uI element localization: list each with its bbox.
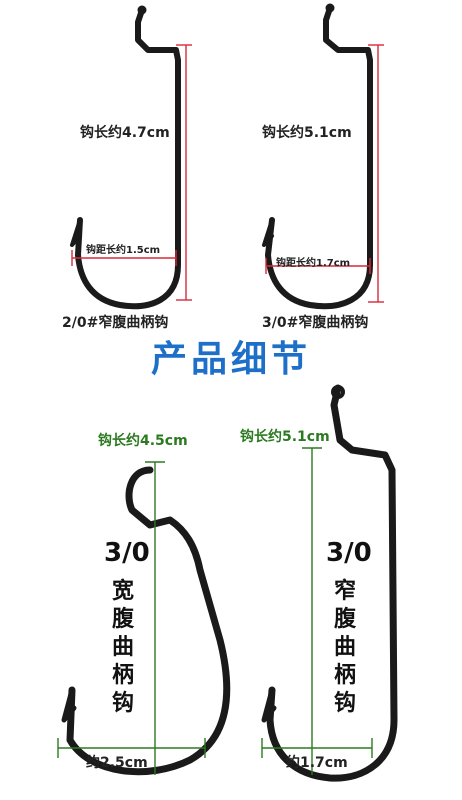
top-right-length-label: 钩长约5.1cm: [262, 125, 352, 141]
top-right-caption: 3/0#窄腹曲柄钩: [262, 315, 369, 331]
bottom-left-length-label: 钩长约4.5cm: [98, 433, 188, 449]
top-left-red-measure: [71, 44, 192, 301]
top-left-hook: [70, 5, 181, 310]
top-right-red-measure: [265, 44, 384, 303]
type-char: 钩: [333, 691, 356, 716]
type-char: 腹: [333, 607, 356, 632]
bottom-left-size-label: 3/0: [104, 538, 150, 568]
type-char: 腹: [111, 607, 134, 632]
bottom-right-green-measure: [261, 447, 373, 775]
top-right-hook: [262, 3, 373, 310]
bottom-right-size-label: 3/0: [326, 538, 372, 568]
type-char: 钩: [111, 691, 134, 716]
top-left-length-label: 钩长约4.7cm: [80, 125, 170, 141]
type-char: 曲: [111, 635, 134, 660]
bottom-left-green-measure: [57, 461, 206, 775]
type-char: 宽: [111, 579, 134, 604]
bottom-right-gap-label: 约1.7cm: [286, 755, 348, 771]
section-title: 产品细节: [150, 339, 311, 380]
bottom-right-length-label: 钩长约5.1cm: [240, 429, 330, 445]
type-char: 窄: [333, 579, 356, 604]
bottom-right-type-vertical: 窄 腹 曲 柄 钩: [330, 578, 360, 718]
bottom-left-gap-label: 约2.5cm: [86, 755, 148, 771]
type-char: 柄: [111, 663, 134, 688]
type-char: 柄: [333, 663, 356, 688]
top-left-caption: 2/0#窄腹曲柄钩: [62, 315, 169, 331]
top-left-gap-label: 钩距长约1.5cm: [86, 245, 161, 256]
type-char: 曲: [333, 635, 356, 660]
top-right-gap-label: 钩距长约1.7cm: [276, 258, 351, 269]
bottom-left-type-vertical: 宽 腹 曲 柄 钩: [108, 578, 138, 718]
bottom-left-hook: [61, 466, 231, 776]
